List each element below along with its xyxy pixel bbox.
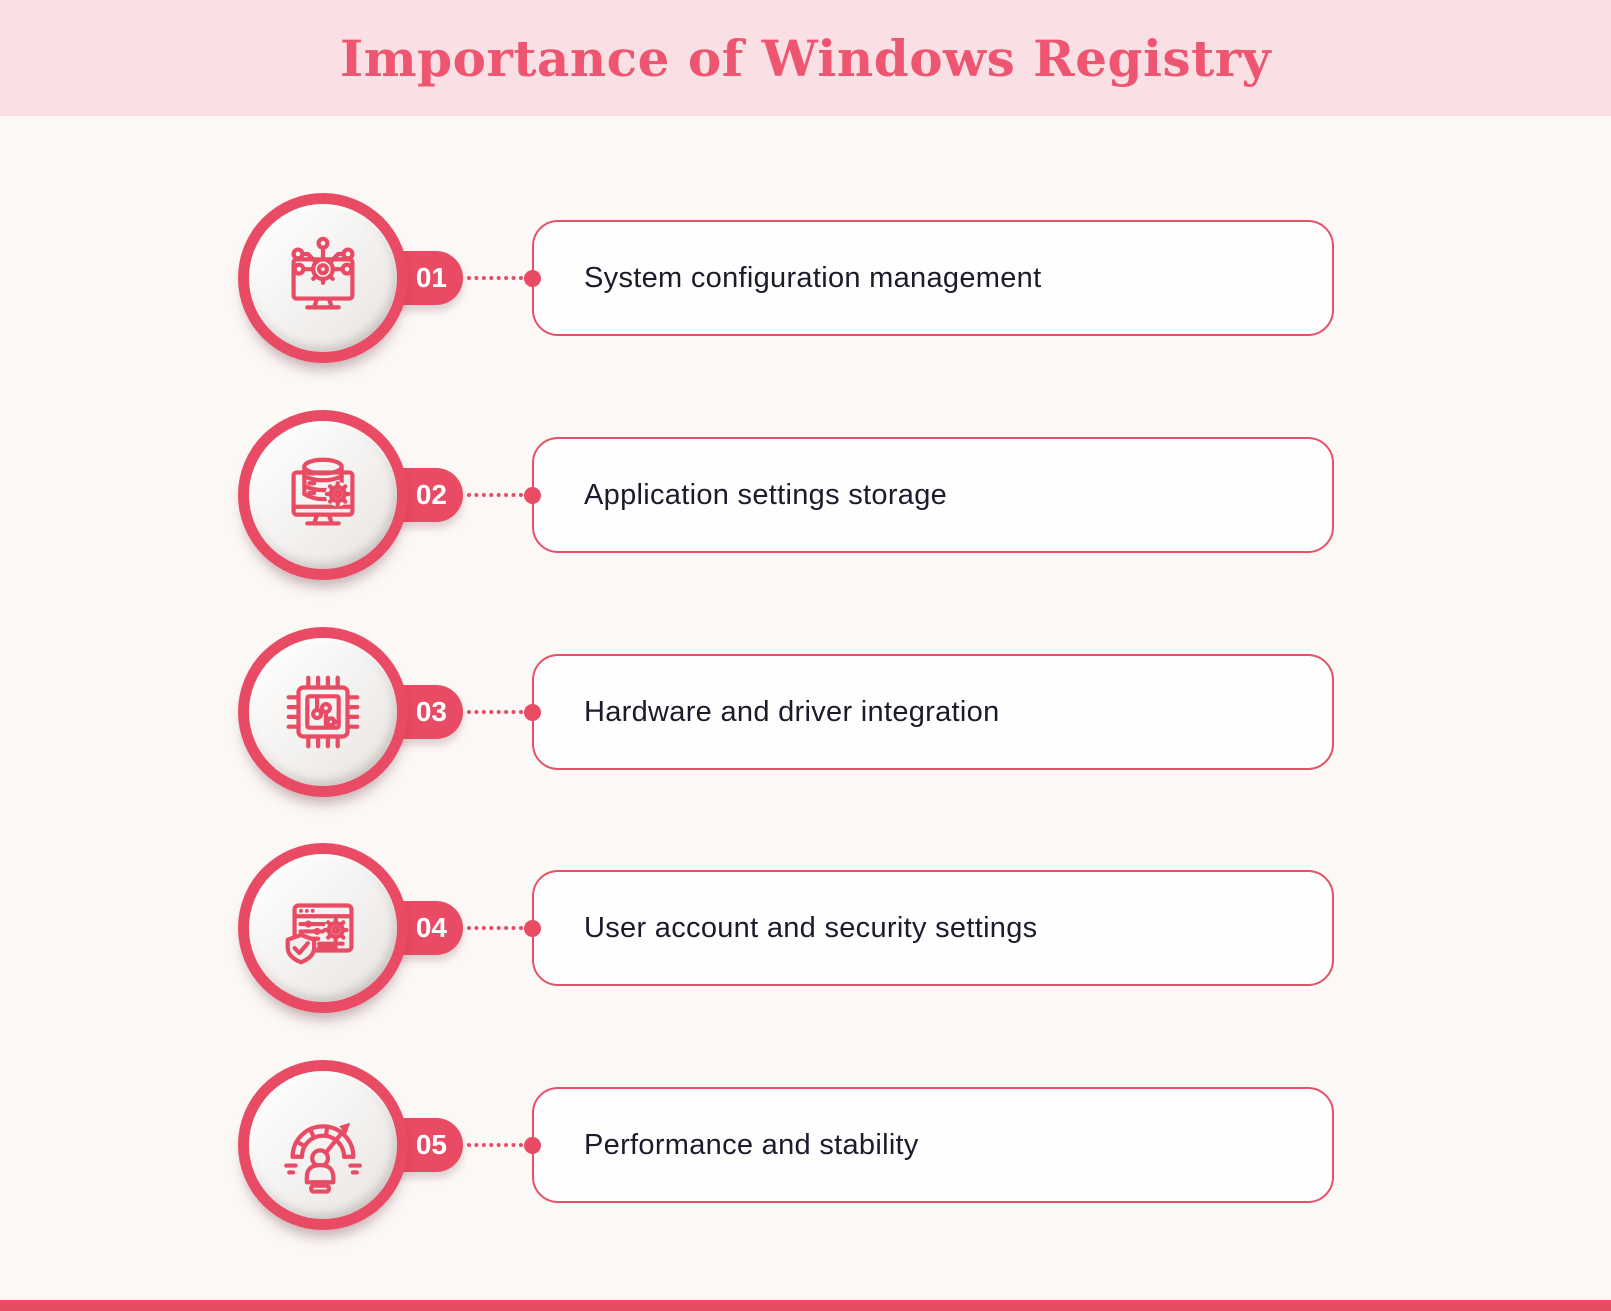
- item-label: Application settings storage: [584, 478, 948, 511]
- item-box: System configuration management: [532, 220, 1334, 336]
- database-settings-icon: [291, 457, 355, 526]
- icon-circle: [238, 193, 408, 363]
- icon-circle: [238, 843, 408, 1013]
- icon-circle-inner: [249, 1071, 397, 1219]
- connector-end-dot: [524, 920, 541, 937]
- connector-end-dot: [524, 487, 541, 504]
- step-row-4: 04: [0, 843, 1611, 1013]
- connector-dots: [467, 276, 523, 280]
- item-box: Application settings storage: [532, 437, 1334, 553]
- bottom-accent-bar: [0, 1300, 1611, 1311]
- icon-circle-inner: [249, 204, 397, 352]
- item-box: Performance and stability: [532, 1087, 1334, 1203]
- item-label: System configuration management: [584, 261, 1042, 294]
- security-shield-settings-icon: [285, 903, 354, 965]
- item-label: Hardware and driver integration: [584, 695, 1000, 728]
- item-box: Hardware and driver integration: [532, 654, 1334, 770]
- icon-circle: [238, 1060, 408, 1230]
- item-label: Performance and stability: [584, 1128, 919, 1161]
- page-header: Importance of Windows Registry: [0, 0, 1611, 116]
- step-number: 04: [415, 912, 447, 943]
- connector-dots: [467, 710, 523, 714]
- step-row-3: 03 Hardware and driver: [0, 627, 1611, 797]
- step-row-1: 01 System configuratio: [0, 193, 1611, 363]
- step-number: 01: [415, 262, 447, 293]
- connector-dots: [467, 1143, 523, 1147]
- icon-circle-inner: [249, 854, 397, 1002]
- step-number: 05: [415, 1129, 447, 1160]
- page-title: Importance of Windows Registry: [339, 28, 1272, 88]
- connector-dots: [467, 926, 523, 930]
- step-number: 03: [415, 696, 447, 727]
- item-box: User account and security settings: [532, 870, 1334, 986]
- connector-end-dot: [524, 704, 541, 721]
- step-number: 02: [415, 479, 447, 510]
- connector-end-dot: [524, 270, 541, 287]
- icon-circle-inner: [249, 421, 397, 569]
- system-configuration-icon: [291, 236, 355, 310]
- icon-circle: [238, 410, 408, 580]
- cpu-chip-icon: [286, 675, 360, 749]
- performance-gauge-icon: [284, 1122, 362, 1194]
- connector-dots: [467, 493, 523, 497]
- step-row-5: 05 Performance and sta: [0, 1060, 1611, 1230]
- icon-circle: [238, 627, 408, 797]
- step-row-2: 02: [0, 410, 1611, 580]
- item-label: User account and security settings: [584, 911, 1038, 944]
- icon-circle-inner: [249, 638, 397, 786]
- connector-end-dot: [524, 1137, 541, 1154]
